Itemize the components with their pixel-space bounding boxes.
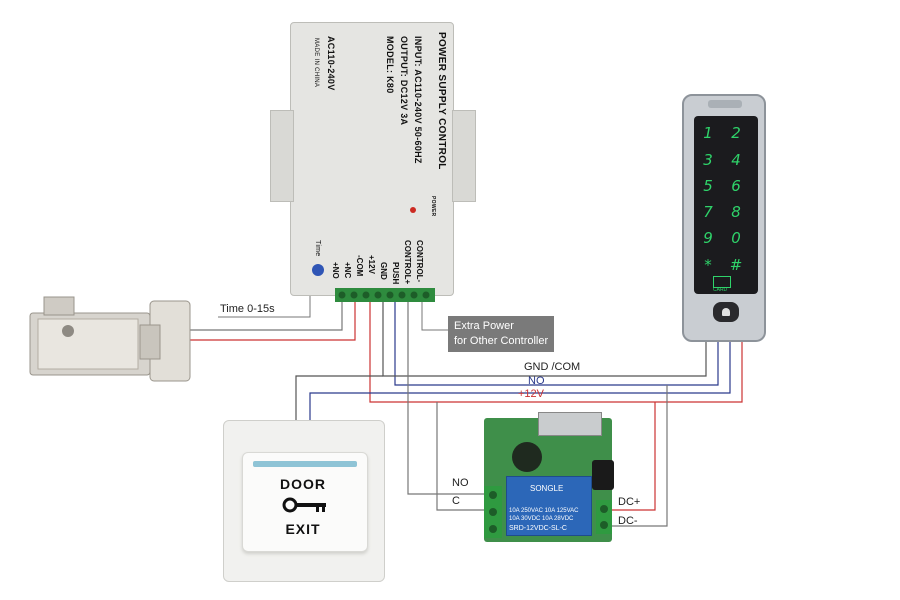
terminal-block (335, 288, 435, 302)
terminal-label-no: +NO (331, 262, 340, 279)
plus12v-wire (369, 300, 743, 403)
time-leader (218, 296, 311, 318)
key-7[interactable]: 7 (703, 203, 713, 221)
psu-made-in: MADE IN CHINA (313, 38, 319, 88)
key-icon (282, 497, 326, 513)
relay-module-component (538, 412, 602, 436)
terminal-label-nc: +NC (343, 262, 352, 279)
relay-c-wire (436, 402, 490, 511)
key-5[interactable]: 5 (703, 177, 713, 195)
gnd-com-wire (394, 300, 719, 386)
relay-dcminus-wire (612, 385, 668, 527)
extra-power-line-2: for Other Controller (454, 335, 549, 347)
terminal-label-push: PUSH (391, 262, 400, 285)
capacitor-icon (592, 460, 614, 490)
psu-bracket-left (270, 110, 294, 202)
terminal-label-com: -COM (355, 255, 364, 277)
key-1[interactable]: 1 (703, 124, 713, 142)
key-hash[interactable]: # (729, 256, 743, 274)
time-range-label: Time 0-15s (220, 303, 275, 315)
psu-bracket-right (452, 110, 476, 202)
gnd-com-wire-2 (382, 300, 707, 377)
extra-power-badge: Extra Power for Other Controller (448, 316, 555, 352)
key-6[interactable]: 6 (731, 177, 741, 195)
psu-time-label: Time (314, 240, 321, 257)
keypad-panel (694, 116, 758, 294)
no-wire (309, 330, 731, 420)
power-led-icon (410, 207, 416, 213)
exit-wire-gray (295, 375, 383, 420)
lock-wire-1 (190, 300, 343, 331)
relay-terminal-left (484, 486, 502, 538)
electric-lock (29, 296, 191, 382)
relay-model: SRD-12VDC-SL-C (509, 525, 567, 532)
dc-minus-label: DC- (618, 515, 638, 527)
terminal-label-control-plus: CONTROL+ (403, 240, 412, 285)
key-0[interactable]: 0 (731, 229, 741, 247)
psu-title: POWER SUPPLY CONTROL (436, 32, 447, 170)
dc-plus-label: DC+ (618, 496, 641, 508)
relay-rating-2: 10A 30VDC 10A 28VDC (509, 516, 574, 522)
key-star[interactable]: * (704, 256, 712, 274)
psu-power-label: POWER (430, 196, 436, 217)
key-3[interactable]: 3 (703, 151, 713, 169)
coil-icon (512, 442, 542, 472)
plus12v-label: +12V (518, 388, 544, 400)
lock-wire-2 (190, 300, 356, 341)
relay-no-label: NO (452, 477, 469, 489)
terminal-label-12v: +12V (367, 255, 376, 274)
card-label: CARD (713, 287, 728, 293)
keypad-top-window (708, 100, 742, 108)
psu-output: OUTPUT: DC12V 3A (399, 36, 409, 126)
terminal-label-control-minus: CONTROL- (415, 240, 424, 283)
key-8[interactable]: 8 (731, 203, 741, 221)
exit-button[interactable] (242, 452, 368, 552)
exit-text: EXIT (285, 521, 321, 537)
psu-ac-label: AC110-240V (326, 36, 336, 91)
relay-dcplus-wire (612, 402, 656, 511)
exit-button-strip (253, 461, 357, 467)
psu-model: MODEL: K80 (385, 36, 395, 94)
relay-c-label: C (452, 495, 460, 507)
key-4[interactable]: 4 (731, 151, 741, 169)
key-2[interactable]: 2 (731, 124, 741, 142)
key-9[interactable]: 9 (703, 229, 713, 247)
bell-icon (722, 308, 730, 316)
extra-power-line-1: Extra Power (454, 320, 514, 332)
relay-no-wire (407, 300, 490, 495)
relay-terminal-right (596, 500, 612, 534)
terminal-label-gnd: GND (379, 262, 388, 280)
psu-input: INPUT: AC110-240V 50-60HZ (413, 36, 423, 164)
extra-power-leader (421, 300, 448, 331)
door-text: DOOR (280, 476, 326, 492)
relay-rating-1: 10A 250VAC 10A 125VAC (509, 508, 579, 514)
time-adjust-knob-icon[interactable] (312, 264, 324, 276)
no-label: NO (528, 375, 545, 387)
gnd-com-label: GND /COM (524, 361, 581, 373)
relay-brand: SONGLE (530, 484, 564, 493)
card-reader-icon (713, 276, 731, 288)
relay-block (506, 476, 592, 536)
